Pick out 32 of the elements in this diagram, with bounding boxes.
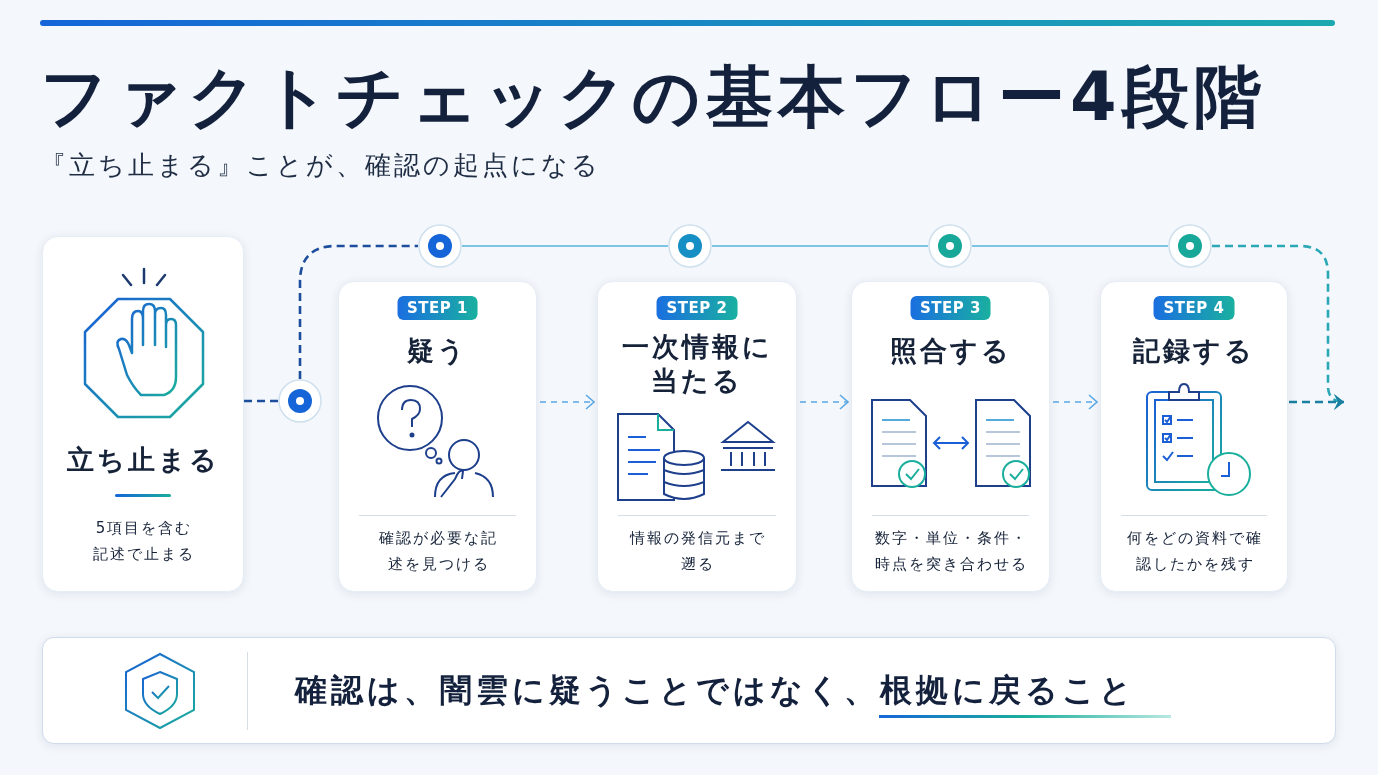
step-description: 情報の発信元まで遡る [628, 528, 767, 575]
step-badge: STEP 3 [910, 296, 991, 320]
step-badge: STEP 1 [397, 296, 478, 320]
step-badge: STEP 2 [656, 296, 738, 320]
step-description: 確認が必要な記述を見つける [378, 528, 499, 575]
stop-card [42, 236, 244, 592]
step-card [851, 281, 1050, 592]
arrow [1052, 394, 1098, 410]
step-badge: STEP 4 [1153, 296, 1235, 320]
connector-line [711, 245, 929, 247]
arrow [799, 394, 849, 410]
connector-line [971, 245, 1169, 247]
subtitle: 『立ち止まる』ことが、確認の起点になる [40, 149, 601, 182]
step-card [338, 281, 537, 592]
connector-line [244, 399, 278, 403]
stop-heading: 立ち止まる [65, 443, 221, 477]
step-heading: 疑う [406, 334, 469, 368]
arrow [539, 394, 595, 410]
step-heading: 一次情報に当たる [620, 330, 774, 398]
step-heading: 照合する [888, 334, 1013, 368]
step-heading: 記録する [1132, 334, 1256, 368]
step-description: 何をどの資料で確認したかを残す [1126, 528, 1264, 575]
step-card [1100, 281, 1288, 592]
title: ファクトチェックの基本フロー4段階 [40, 57, 1266, 138]
arrow [1289, 394, 1344, 410]
quote-banner [42, 637, 1336, 744]
step-description: 数字・単位・条件・時点を突き合わせる [874, 528, 1029, 575]
banner-text: 確認は、闇雲に疑うことではなく、根拠に戻ること [295, 670, 1136, 711]
stop-description: 5項目を含む記述で止まる [92, 518, 196, 565]
connector-line [298, 244, 418, 379]
step-card [597, 281, 797, 592]
connector-line [461, 245, 669, 247]
